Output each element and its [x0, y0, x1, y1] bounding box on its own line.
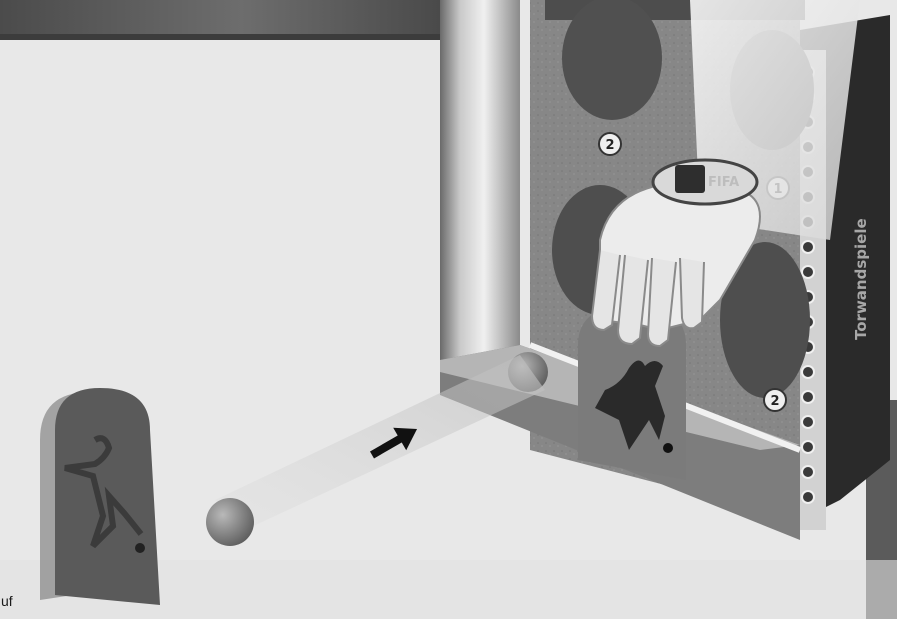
player-card-left	[55, 388, 160, 605]
caption-fragment: uf	[1, 590, 41, 612]
target-hole-top-left	[562, 0, 662, 120]
board-side-label: Torwandspiele	[852, 218, 870, 340]
svg-text:2: 2	[605, 138, 614, 153]
ball-icon	[206, 498, 254, 546]
svg-text:2: 2	[770, 394, 779, 409]
wristwatch-icon: FIFA	[653, 160, 757, 204]
hole-number-badge: 2	[764, 389, 786, 411]
frame-tube-left	[440, 0, 520, 370]
svg-text:FIFA: FIFA	[708, 175, 739, 190]
peg	[802, 466, 814, 478]
peg	[802, 416, 814, 428]
peg	[802, 441, 814, 453]
peg	[802, 266, 814, 278]
sky-edge	[0, 34, 440, 40]
peg	[802, 391, 814, 403]
hole-number-badge: 2	[599, 133, 621, 155]
peg	[802, 366, 814, 378]
peg	[802, 241, 814, 253]
peg	[802, 491, 814, 503]
